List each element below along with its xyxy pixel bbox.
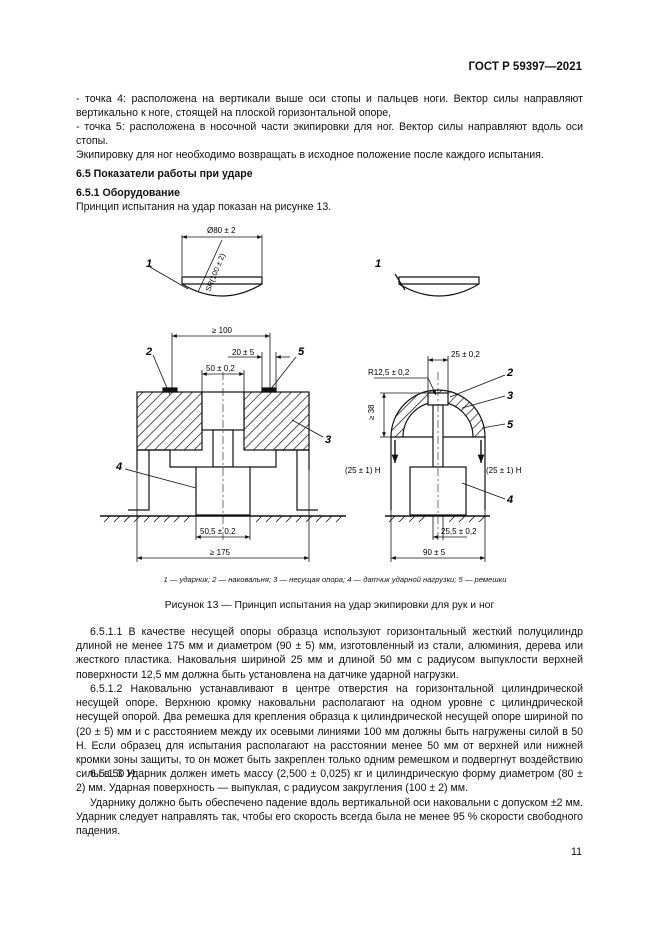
- dim-striker-diameter: Ø80 ± 2: [207, 226, 236, 235]
- force-right: (25 ± 1) Н: [486, 466, 522, 475]
- label-2-right: 2: [506, 367, 513, 379]
- impact-test-figure: Ø80 ± 2 SR(100 ± 2) 1: [100, 226, 522, 562]
- label-4-left: 4: [115, 461, 122, 473]
- label-1-left: 1: [146, 258, 152, 270]
- body-paragraph-6-5-1-1: 6.5.1.1 В качестве несущей опоры образца…: [76, 626, 583, 681]
- figure-legend: 1 — ударник; 2 — наковальня; 3 — несущая…: [163, 575, 507, 584]
- label-2-left: 2: [145, 346, 152, 358]
- label-3-left: 3: [325, 434, 331, 446]
- striker-left: [181, 276, 263, 297]
- label-5-left: 5: [298, 346, 305, 358]
- intro-paragraph-1: - точка 4: расположена на вертикали выше…: [76, 93, 583, 120]
- dim-min-100: ≥ 100: [212, 326, 233, 335]
- body-paragraph-6-5-1-2: 6.5.1.2 Наковальню устанавливают в центр…: [76, 683, 583, 781]
- figure-caption: Рисунок 13 — Принцип испытания на удар э…: [164, 600, 495, 611]
- document-id-header: ГОСТ Р 59397—2021: [468, 61, 582, 73]
- label-4-right: 4: [506, 494, 513, 506]
- body-paragraph-striker-guidance: Ударнику должно быть обеспечено падение …: [76, 797, 583, 838]
- dim-sensor-50-5: 50,5 ± 0,2: [200, 527, 236, 536]
- striker-right: [394, 273, 480, 297]
- dim-diameter-90: 90 ± 5: [423, 548, 446, 557]
- figure-intro-text: Принцип испытания на удар показан на рис…: [76, 201, 332, 213]
- body-paragraph-6-5-1-3: 6.5.1.3 Ударник должен иметь массу (2,50…: [76, 768, 583, 795]
- dim-radius-12-5: R12,5 ± 0,2: [368, 368, 410, 377]
- label-5-right: 5: [507, 419, 514, 431]
- label-1-right: 1: [375, 258, 381, 270]
- dim-strap-width: 20 ± 5: [232, 348, 255, 357]
- page-number: 11: [571, 846, 582, 858]
- label-3-right: 3: [507, 390, 513, 402]
- section-heading: 6.5 Показатели работы при ударе: [76, 168, 253, 180]
- dim-anvil-25: 25 ± 0,2: [451, 350, 480, 359]
- intro-paragraph-2: - точка 5: расположена в носочной части …: [76, 121, 583, 148]
- dim-min-175: ≥ 175: [210, 548, 231, 557]
- dim-anvil-50: 50 ± 0,2: [206, 364, 235, 373]
- subsection-heading: 6.5.1 Оборудование: [76, 187, 180, 199]
- dim-sensor-25-5: 25,5 ± 0,2: [441, 527, 477, 536]
- intro-paragraph-3: Экипировку для ног необходимо возвращать…: [76, 149, 544, 161]
- force-left: (25 ± 1) Н: [345, 466, 381, 475]
- dim-min-38: ≥ 38: [367, 404, 376, 420]
